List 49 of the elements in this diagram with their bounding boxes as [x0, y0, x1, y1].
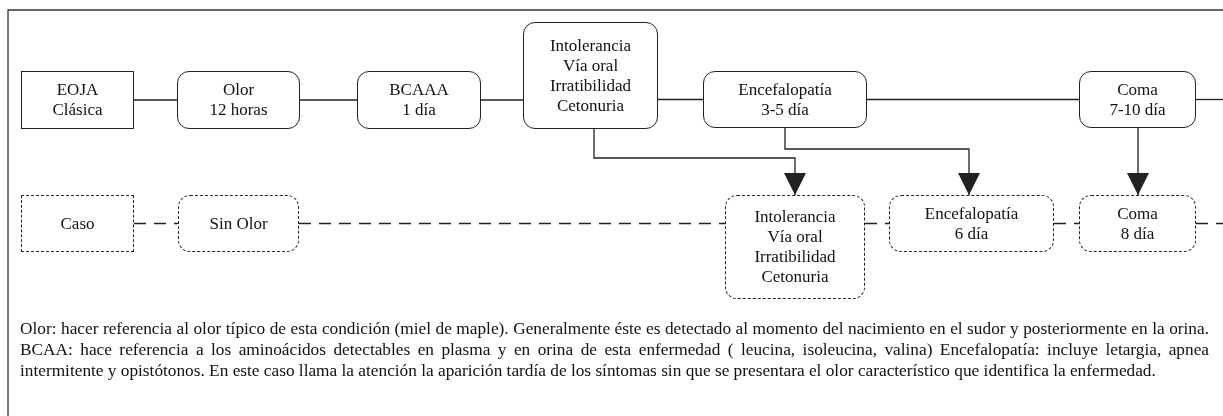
- node-text: Cetonuria: [760, 267, 830, 287]
- node-text: Cetonuria: [555, 95, 625, 116]
- connector-line: [299, 99, 358, 101]
- node-text: Intolerancia: [548, 35, 633, 56]
- node-text: 6 día: [953, 223, 990, 244]
- connector-line: [864, 222, 890, 225]
- dashed-stage-box: [21, 195, 134, 252]
- connector-line: [298, 222, 726, 225]
- node-text: 7-10 día: [1108, 99, 1167, 120]
- caption-paragraph: Olor: hacer referencia al olor típico de esta condición (miel de maple). Generalmente éste es detectado al momento del nacimiento en el sudor y posteriormente en la orina. BCAA: hace referencia a los aminoácidos detectables en plasma y en orina de esta enfermedad ( leucina, isoleucina, valina) Encefalopatía: incluye letargia, apnea intermitente y opistótonos. En este caso llama la atención la aparición tardía de los síntomas sin que se presentara el olor característico que identifica la enfermedad.: [20, 318, 1209, 381]
- node-text: Vía oral: [561, 55, 620, 76]
- node-text: Sin Olor: [208, 213, 269, 234]
- node-text: 1 día: [401, 100, 437, 120]
- node-text: Olor: [221, 80, 256, 100]
- node-text: Caso: [59, 213, 96, 234]
- stage-box: [357, 71, 481, 129]
- stage-box: [1079, 71, 1196, 128]
- node-text: Encefalopatía: [737, 79, 833, 100]
- node-text: Irratibilidad: [753, 247, 837, 267]
- stage-box: [21, 71, 134, 129]
- node-text: Intolerancia: [753, 207, 837, 227]
- dashed-stage-box: [889, 195, 1054, 252]
- stage-box: [703, 71, 867, 128]
- connector-line: [133, 222, 179, 225]
- node-text: BCAAA: [388, 80, 450, 100]
- connector-line: [657, 98, 704, 101]
- node-text: Encefalopatía: [923, 203, 1020, 224]
- connector-line: [1195, 222, 1223, 225]
- dashed-stage-box: [1079, 195, 1196, 252]
- stage-box: [523, 22, 658, 129]
- dashed-stage-box: [725, 195, 865, 299]
- node-text: EOJA Clásica: [51, 80, 104, 120]
- connector-line: [1195, 98, 1223, 101]
- stage-box: [177, 71, 300, 129]
- node-text: Coma: [1116, 79, 1159, 100]
- node-text: Coma: [1116, 203, 1159, 224]
- node-text: 3-5 día: [760, 99, 810, 120]
- connector-line: [133, 99, 178, 101]
- connector-line: [1053, 222, 1080, 225]
- node-text: Irratibilidad: [548, 75, 633, 96]
- arrow: [784, 127, 980, 196]
- dashed-stage-box: [178, 195, 299, 252]
- node-text: 8 día: [1119, 223, 1156, 244]
- arrow: [1127, 127, 1149, 196]
- node-text: Vía oral: [766, 227, 824, 247]
- arrow: [593, 128, 806, 196]
- connector-line: [480, 99, 524, 101]
- connector-line: [866, 98, 1080, 101]
- node-text: 12 horas: [208, 100, 269, 120]
